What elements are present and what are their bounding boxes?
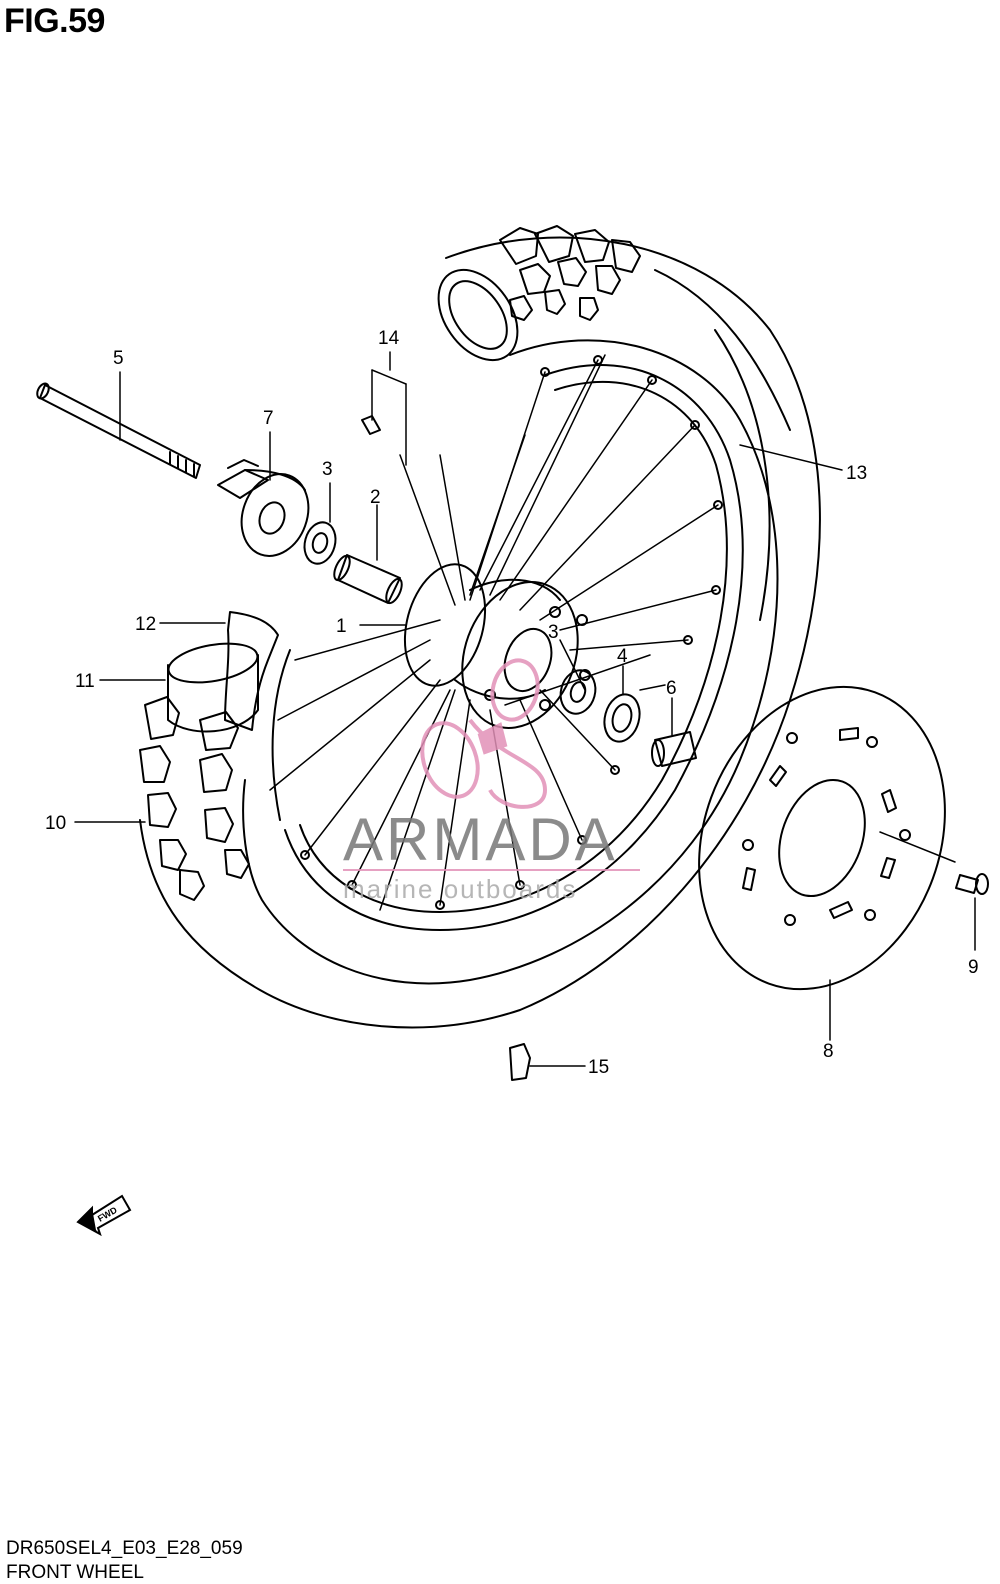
rim-drawing [271, 355, 744, 931]
diagram-code: DR650SEL4_E03_E28_059 [6, 1538, 243, 1559]
disc-bolt-drawing [955, 873, 989, 895]
diagram-name: FRONT WHEEL [6, 1562, 144, 1583]
dust-seal-drawing [603, 693, 641, 743]
spacer-right-drawing [651, 731, 697, 767]
callout-labels: 1 2 3 3 4 5 6 7 8 9 10 11 12 13 14 15 [45, 328, 979, 1078]
spacer-drawing [333, 554, 403, 605]
speedometer-gearbox-drawing [217, 459, 310, 557]
callout-2: 2 [370, 487, 381, 508]
callout-7: 7 [263, 408, 274, 429]
figure-title: FIG.59 [4, 2, 105, 40]
callout-10: 10 [45, 813, 66, 834]
fwd-arrow-icon: FWD [76, 1194, 132, 1237]
callout-14: 14 [378, 328, 400, 349]
brake-disc-drawing [698, 685, 946, 991]
callout-6: 6 [666, 678, 677, 699]
leader-lines [74, 351, 976, 1067]
spokes-drawing [269, 354, 719, 911]
callout-9: 9 [968, 957, 979, 978]
callout-12: 12 [135, 614, 156, 635]
watermark-brand: ARMADA [343, 806, 618, 873]
tube-drawing [167, 642, 259, 733]
rim-band-drawing [224, 611, 279, 731]
axle-drawing [36, 382, 201, 479]
tire-drawing [139, 225, 821, 1029]
callout-11: 11 [75, 671, 95, 692]
armada-logo-icon [420, 658, 548, 809]
spoke-part-drawing [361, 415, 381, 435]
balancer-weight-drawing [509, 1043, 531, 1081]
callout-4: 4 [617, 646, 628, 667]
callout-3-right: 3 [548, 622, 559, 643]
bearing-left-drawing [303, 521, 337, 565]
callout-5: 5 [113, 348, 124, 369]
callout-3-left: 3 [322, 459, 333, 480]
callout-13: 13 [846, 463, 867, 484]
armada-watermark: ARMADA marine outboards [343, 658, 640, 904]
callout-15: 15 [588, 1057, 609, 1078]
callout-8: 8 [823, 1041, 834, 1062]
callout-1: 1 [336, 616, 347, 637]
watermark-tagline: marine outboards [343, 874, 577, 904]
